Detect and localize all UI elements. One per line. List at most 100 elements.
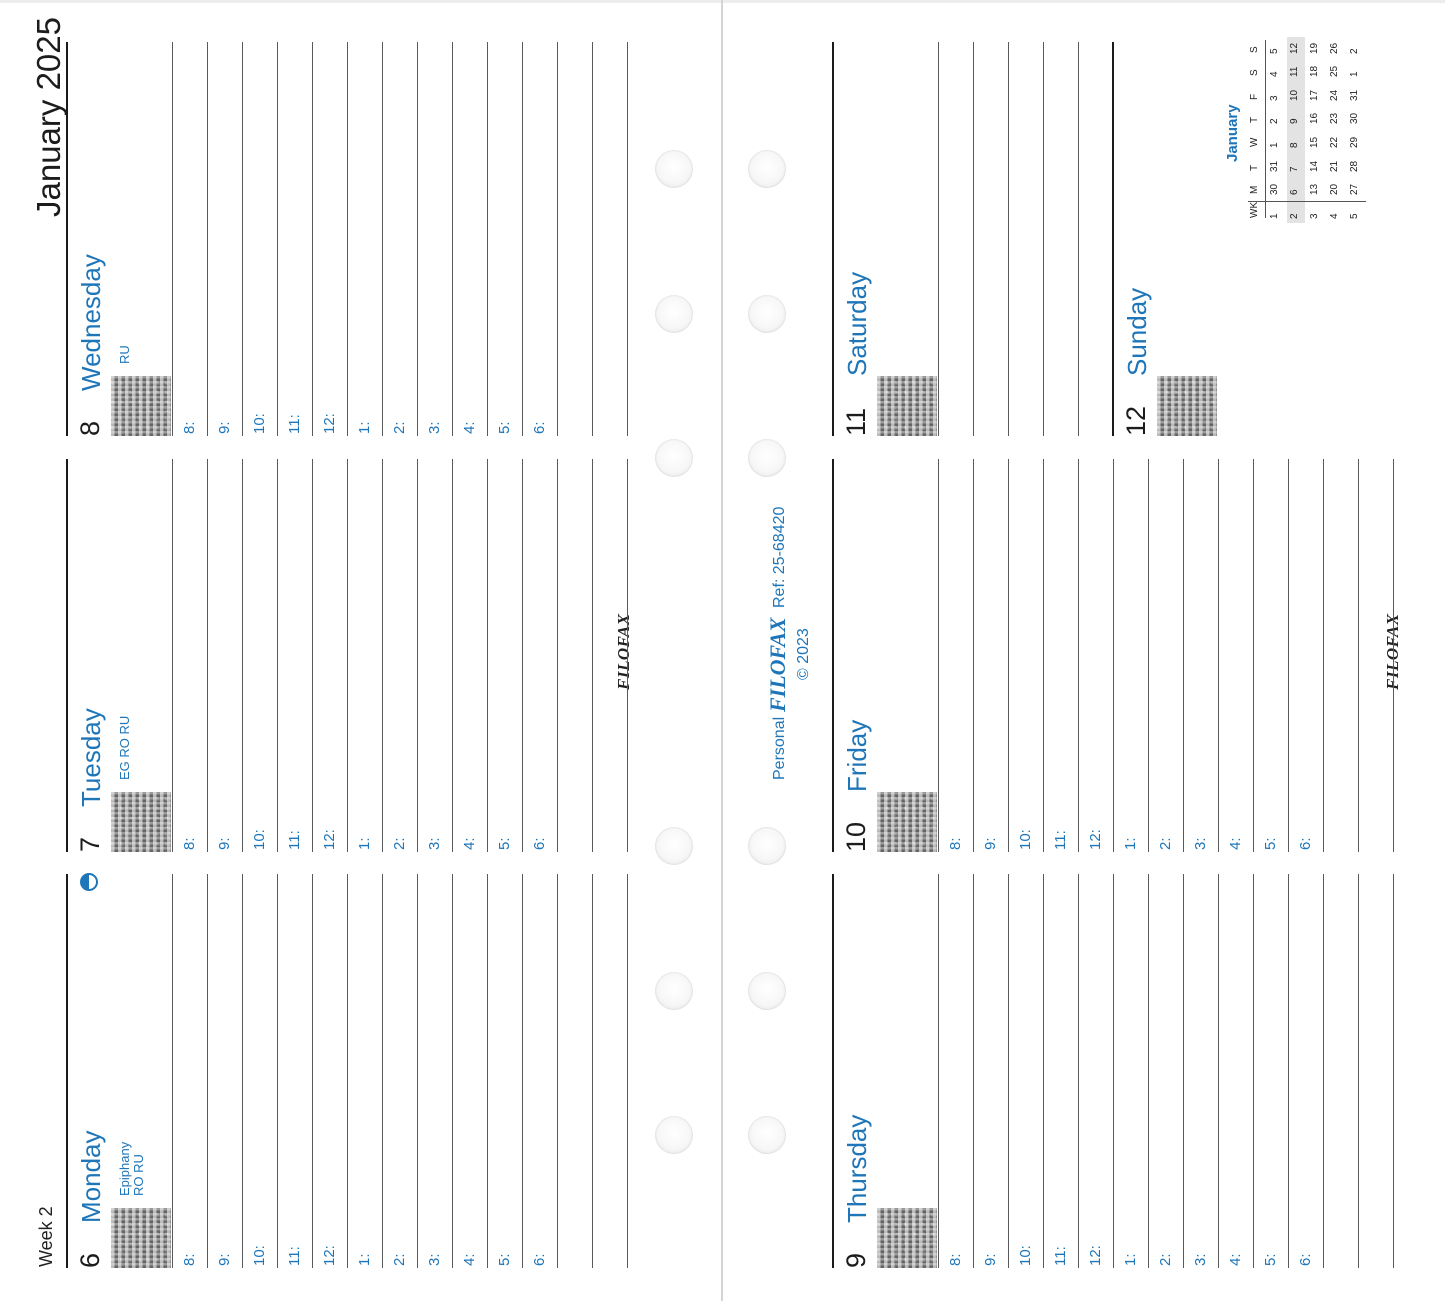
mini-calendar-header: T — [1249, 116, 1260, 123]
writing-line[interactable] — [417, 459, 418, 852]
writing-line[interactable] — [1288, 874, 1289, 1268]
writing-line[interactable] — [1183, 874, 1184, 1268]
writing-line[interactable] — [312, 42, 313, 436]
writing-line[interactable] — [1078, 459, 1079, 852]
writing-line[interactable] — [973, 874, 974, 1268]
writing-line[interactable] — [1148, 874, 1149, 1268]
mini-calendar-week-number: 5 — [1349, 213, 1360, 219]
writing-line[interactable] — [382, 42, 383, 436]
writing-line[interactable] — [1078, 42, 1079, 436]
hour-label: 8: — [181, 837, 198, 850]
writing-line[interactable] — [242, 42, 243, 436]
writing-line[interactable] — [417, 42, 418, 436]
writing-line[interactable] — [1113, 459, 1114, 852]
writing-line[interactable] — [207, 459, 208, 852]
writing-line[interactable] — [1358, 459, 1359, 852]
writing-line[interactable] — [938, 874, 939, 1268]
writing-line[interactable] — [1218, 459, 1219, 852]
footer-ref: Ref: 25-68420 — [771, 506, 788, 608]
qr-code — [111, 792, 171, 852]
writing-line[interactable] — [627, 874, 628, 1268]
hour-label: 11: — [1052, 1246, 1069, 1266]
writing-line[interactable] — [627, 42, 628, 436]
writing-line[interactable] — [1043, 874, 1044, 1268]
binder-hole — [655, 150, 693, 188]
writing-line[interactable] — [1008, 459, 1009, 852]
writing-line[interactable] — [557, 459, 558, 852]
writing-line[interactable] — [1253, 874, 1254, 1268]
writing-line[interactable] — [207, 874, 208, 1268]
writing-line[interactable] — [1008, 874, 1009, 1268]
writing-line[interactable] — [1008, 42, 1009, 436]
writing-line[interactable] — [1253, 459, 1254, 852]
writing-line[interactable] — [172, 42, 173, 436]
binder-hole — [655, 1116, 693, 1154]
writing-line[interactable] — [277, 42, 278, 436]
hour-label: 9: — [982, 837, 999, 850]
writing-line[interactable] — [1218, 874, 1219, 1268]
binder-hole — [748, 827, 786, 865]
writing-line[interactable] — [277, 874, 278, 1268]
writing-line[interactable] — [557, 42, 558, 436]
day-name: Sunday — [1122, 287, 1152, 376]
writing-line[interactable] — [627, 459, 628, 852]
writing-line[interactable] — [1043, 459, 1044, 852]
writing-line[interactable] — [207, 42, 208, 436]
writing-line[interactable] — [242, 459, 243, 852]
writing-line[interactable] — [382, 459, 383, 852]
binder-hole — [655, 439, 693, 477]
writing-line[interactable] — [347, 459, 348, 852]
mini-calendar-day: 20 — [1329, 183, 1340, 195]
hour-label: 11: — [286, 830, 303, 850]
day-name: Monday — [76, 1130, 106, 1224]
writing-line[interactable] — [1043, 42, 1044, 436]
writing-line[interactable] — [1358, 874, 1359, 1268]
writing-line[interactable] — [1148, 459, 1149, 852]
writing-line[interactable] — [1393, 459, 1394, 852]
writing-line[interactable] — [973, 42, 974, 436]
writing-line[interactable] — [1288, 459, 1289, 852]
writing-line[interactable] — [1393, 874, 1394, 1268]
writing-line[interactable] — [312, 459, 313, 852]
writing-line[interactable] — [172, 874, 173, 1268]
hour-label: 4: — [461, 837, 478, 850]
writing-line[interactable] — [938, 459, 939, 852]
writing-line[interactable] — [487, 874, 488, 1268]
writing-line[interactable] — [592, 874, 593, 1268]
writing-line[interactable] — [312, 874, 313, 1268]
writing-line[interactable] — [1078, 874, 1079, 1268]
writing-line[interactable] — [1323, 459, 1324, 852]
writing-line[interactable] — [487, 459, 488, 852]
writing-line[interactable] — [382, 874, 383, 1268]
writing-line[interactable] — [487, 42, 488, 436]
writing-line[interactable] — [452, 459, 453, 852]
writing-line[interactable] — [452, 42, 453, 436]
writing-line[interactable] — [522, 459, 523, 852]
writing-line[interactable] — [242, 874, 243, 1268]
writing-line[interactable] — [938, 42, 939, 436]
hour-label: 6: — [1297, 1253, 1314, 1266]
writing-line[interactable] — [1113, 874, 1114, 1268]
writing-line[interactable] — [347, 42, 348, 436]
writing-line[interactable] — [592, 42, 593, 436]
writing-line[interactable] — [1323, 874, 1324, 1268]
binder-hole — [655, 827, 693, 865]
writing-line[interactable] — [417, 874, 418, 1268]
mini-calendar-day: 7 — [1289, 166, 1300, 172]
writing-line[interactable] — [522, 42, 523, 436]
writing-line[interactable] — [973, 459, 974, 852]
writing-line[interactable] — [557, 874, 558, 1268]
writing-line[interactable] — [1183, 459, 1184, 852]
writing-line[interactable] — [172, 459, 173, 852]
page-title: January 2025 — [30, 17, 67, 217]
hour-label: 3: — [1192, 837, 1209, 850]
writing-line[interactable] — [452, 874, 453, 1268]
binder-hole — [655, 295, 693, 333]
writing-line[interactable] — [277, 459, 278, 852]
writing-line[interactable] — [347, 874, 348, 1268]
writing-line[interactable] — [522, 874, 523, 1268]
writing-line[interactable] — [592, 459, 593, 852]
current-week-highlight — [1287, 37, 1305, 223]
mini-calendar-title: January — [1224, 104, 1241, 162]
hour-label: 9: — [216, 837, 233, 850]
